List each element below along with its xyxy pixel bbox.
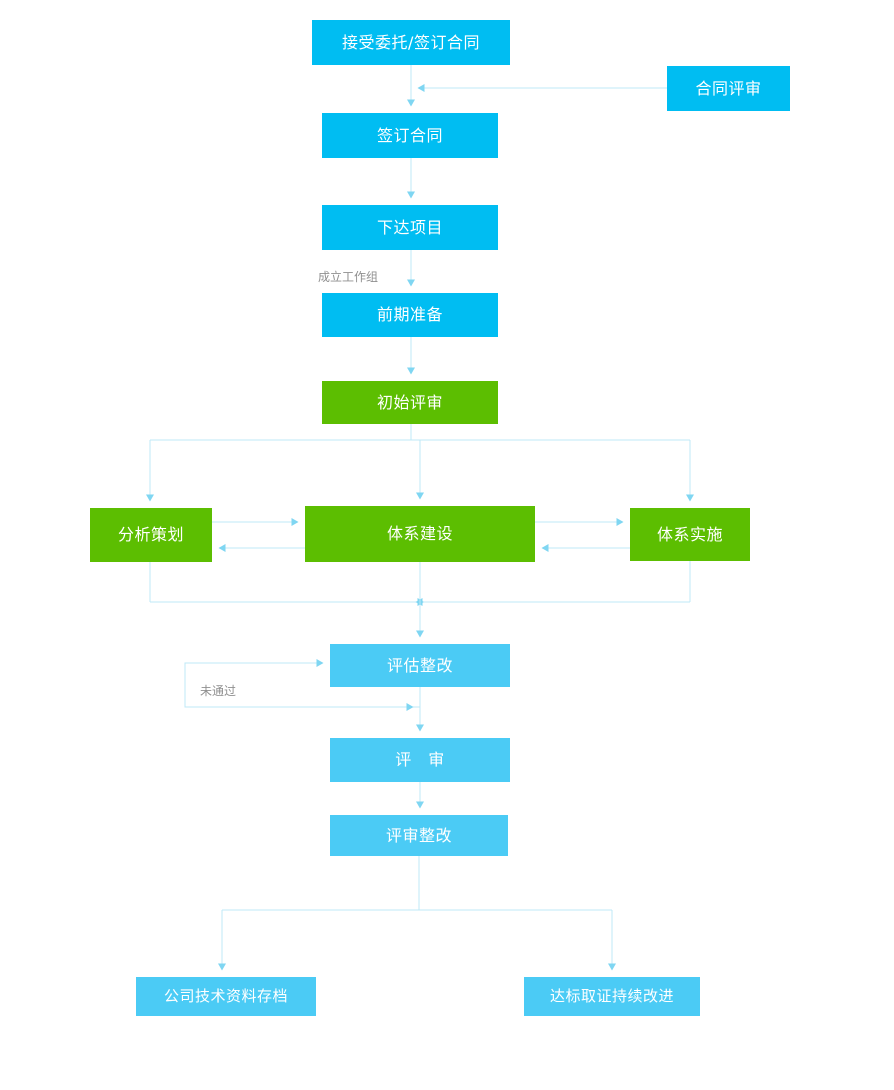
flow-node-archive[interactable]: 公司技术资料存档 [136, 977, 316, 1016]
flow-node-certify[interactable]: 达标取证持续改进 [524, 977, 700, 1016]
flow-node-assign[interactable]: 下达项目 [322, 205, 498, 250]
edge-label-not_pass: 未通过 [200, 684, 237, 698]
flow-node-build[interactable]: 体系建设 [305, 506, 535, 562]
flow-node-label: 评估整改 [386, 655, 453, 675]
flow-node-label: 合同评审 [695, 78, 762, 98]
flow-node-label: 接受委托/签订合同 [342, 32, 480, 52]
flow-node-analyze[interactable]: 分析策划 [90, 508, 212, 562]
flow-node-label: 评 审 [395, 750, 445, 770]
flow-node-label: 下达项目 [376, 217, 443, 237]
flow-node-label: 体系建设 [386, 524, 453, 544]
flow-node-implement[interactable]: 体系实施 [630, 508, 750, 561]
flow-node-contract_rev[interactable]: 合同评审 [667, 66, 790, 111]
flow-node-label: 评审整改 [385, 825, 452, 845]
flow-node-label: 达标取证持续改进 [549, 987, 674, 1006]
flow-node-label: 体系实施 [656, 524, 723, 544]
flow-node-accept[interactable]: 接受委托/签订合同 [312, 20, 510, 65]
edge-label-form_team: 成立工作组 [318, 270, 379, 284]
flow-node-review_fix[interactable]: 评审整改 [330, 815, 508, 856]
flow-node-assess_fix[interactable]: 评估整改 [330, 644, 510, 687]
flow-node-label: 签订合同 [376, 125, 443, 145]
flow-node-label: 初始评审 [376, 392, 443, 412]
flow-node-label: 公司技术资料存档 [163, 987, 288, 1006]
flow-node-initial_rev[interactable]: 初始评审 [322, 381, 498, 424]
flow-node-label: 分析策划 [117, 525, 184, 545]
flow-node-prepare[interactable]: 前期准备 [322, 293, 498, 337]
flow-node-label: 前期准备 [376, 305, 443, 325]
flow-node-sign[interactable]: 签订合同 [322, 113, 498, 158]
flow-node-review[interactable]: 评 审 [330, 738, 510, 782]
